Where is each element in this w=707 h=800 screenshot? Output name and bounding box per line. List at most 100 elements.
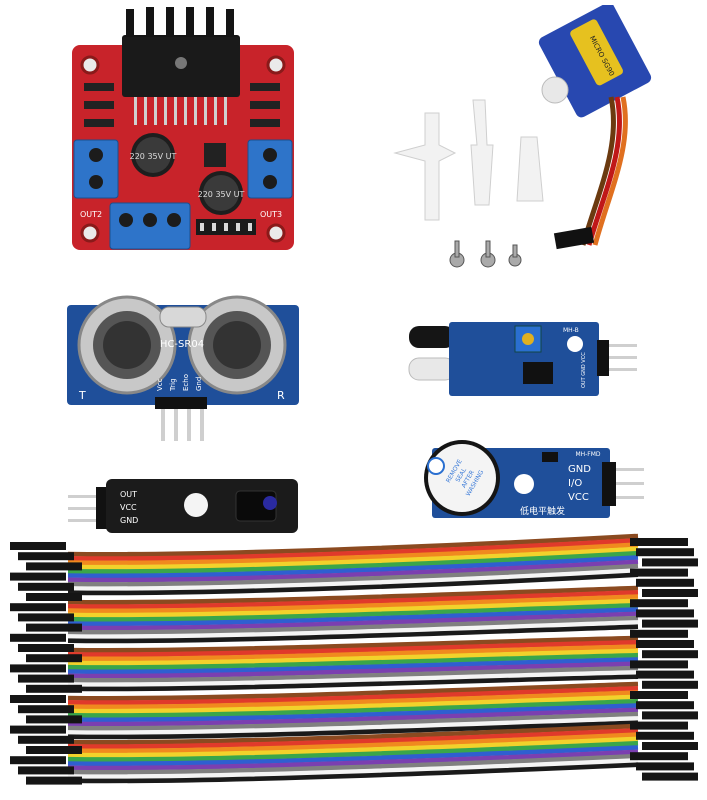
jumper-wire (67, 657, 639, 675)
dupont-connector (642, 650, 698, 659)
pin-label: Trig (169, 378, 177, 392)
jumper-wire (67, 590, 639, 609)
dupont-connector (642, 680, 698, 689)
dupont-connector (630, 691, 688, 699)
cn-label: 低电平触发 (520, 505, 565, 517)
pin-label: GND (120, 516, 138, 525)
dupont-connector (636, 731, 694, 740)
dupont-connector (630, 660, 688, 669)
jumper-wire (67, 542, 639, 566)
transducer-r (187, 295, 287, 395)
line-tracking-sensor: OUT VCC GND (68, 479, 298, 533)
dupont-connector (26, 776, 82, 785)
jumper-wire (67, 661, 639, 679)
jumper-wire (67, 563, 639, 587)
r-label: R (277, 389, 285, 402)
dupont-jumper-cables (10, 533, 698, 785)
dupont-connector (26, 562, 82, 571)
jumper-wire (67, 598, 639, 618)
jumper-wire (67, 640, 639, 657)
pin-label: Vcc (156, 378, 164, 391)
jumper-wire (67, 723, 639, 745)
jumper-wire (67, 703, 639, 723)
jumper-wire (67, 749, 639, 771)
dupont-connector (636, 701, 694, 710)
jumper-wire (67, 707, 639, 727)
pin-label: Echo (182, 374, 190, 391)
dupont-connector (642, 711, 698, 720)
screw (449, 240, 465, 268)
jumper-wire (67, 732, 639, 754)
pin-label: VCC (120, 503, 137, 512)
capacitor: 220 35V UT (130, 133, 176, 177)
servo-horn-double (470, 99, 494, 206)
dupont-connector (630, 752, 688, 761)
svg-text:220 35V UT: 220 35V UT (198, 190, 245, 199)
dupont-connector (636, 670, 694, 679)
dupont-connector (642, 589, 698, 597)
dupont-connector (18, 644, 74, 652)
jumper-wire (67, 736, 639, 758)
dupont-connector (18, 613, 74, 622)
dupont-connector (630, 568, 688, 577)
dupont-connector (630, 538, 688, 546)
dupont-connector (26, 654, 82, 663)
dupont-connector (18, 582, 74, 591)
dupont-connector (636, 548, 694, 557)
jumper-wire (67, 602, 639, 622)
header-label: MH-B (563, 327, 579, 334)
jumper-wire (67, 690, 639, 710)
dupont-connector (26, 593, 82, 601)
terminal-block-left (73, 139, 119, 199)
board (449, 322, 599, 396)
ir-led-clear (408, 357, 456, 381)
dupont-connector (10, 572, 66, 581)
jumper-wire (67, 620, 639, 639)
crystal (159, 306, 207, 328)
dupont-connector (636, 578, 694, 587)
pin-label: Gnd (195, 377, 203, 391)
dupont-connector (10, 725, 66, 734)
jumper-wire (67, 635, 639, 653)
dupont-connector (18, 766, 74, 775)
out2-label: OUT2 (80, 210, 102, 219)
jumper-wire (67, 686, 639, 705)
jumper-wire (67, 674, 639, 692)
capacitor: 220 35V UT (198, 171, 245, 215)
pin-label: VCC (568, 492, 589, 503)
jumper-wire (67, 550, 639, 574)
dupont-connector (18, 705, 74, 714)
jumper-wire (67, 624, 639, 644)
pin-label: OUT (120, 490, 137, 499)
servo-horn-cross (393, 112, 457, 221)
jumper-wire (67, 538, 639, 561)
terminal-block-right (247, 139, 293, 199)
buzzer: REMOVE SEAL AFTER WASHING (424, 440, 500, 516)
pin-label: OUT GND VCC (581, 352, 587, 388)
dupont-connector (26, 715, 82, 724)
jumper-wire (67, 740, 639, 762)
jumper-wire (67, 665, 639, 683)
dupont-connector (10, 603, 66, 612)
jumper-wire (67, 585, 639, 605)
sg90-servo-kit: MICRO SG90 (393, 5, 652, 268)
jumper-wire (67, 753, 639, 775)
jumper-wire (67, 572, 639, 596)
ir-led-black (409, 326, 455, 348)
jumper-wire (67, 762, 639, 784)
model-label: HC-SR04 (160, 339, 204, 350)
jumper-wire (67, 644, 639, 662)
dupont-connector (630, 721, 688, 730)
hc-sr04-ultrasonic: HC-SR04 T R Vcc Trig Echo Gnd (67, 295, 299, 441)
pin-label: GND (568, 464, 591, 475)
jumper-wire (67, 681, 639, 701)
jumper-wire (67, 694, 639, 714)
dupont-connector (26, 746, 82, 754)
screw (508, 244, 522, 267)
dupont-connector (10, 633, 66, 642)
dupont-connector (26, 684, 82, 693)
dupont-connector (18, 552, 74, 561)
jumper-wire (67, 611, 639, 631)
dupont-connector (630, 629, 688, 638)
jumper-wire (67, 615, 639, 635)
